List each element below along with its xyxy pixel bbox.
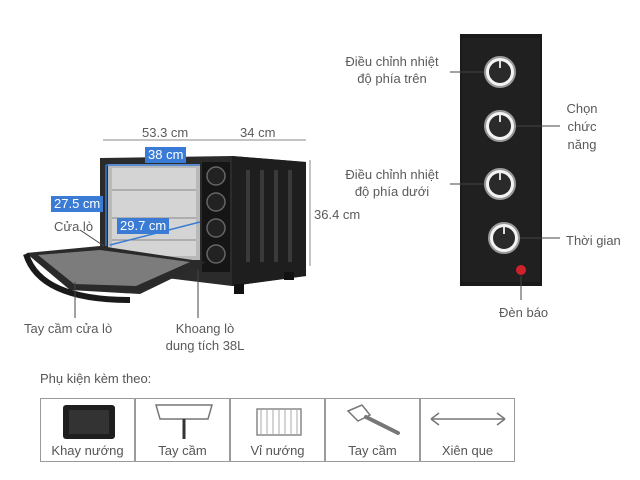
timer-label: Thời gian — [566, 233, 621, 248]
oven-body — [23, 156, 306, 303]
function-label-line2: chức — [567, 119, 597, 134]
door-pointer — [79, 229, 105, 247]
top-heat-knob-graphic — [484, 56, 516, 88]
door-handle-label: Tay cầm cửa lò — [24, 321, 113, 336]
accessory-skewer: Xiên que — [420, 398, 515, 462]
baking-tray-icon — [63, 405, 115, 439]
accessory-rack-handle: Tay cầm — [325, 398, 420, 462]
indicator-label: Đèn báo — [499, 305, 549, 320]
accessory-label: Tay cầm — [158, 443, 207, 458]
function-label-line3: năng — [567, 137, 597, 152]
function-knob-graphic — [484, 110, 516, 142]
accessory-tray-handle: Tay cầm — [135, 398, 230, 462]
tray-handle-icon — [155, 404, 213, 439]
bottom-heat-label-line2: độ phía dưới — [354, 184, 430, 199]
control-panel — [460, 34, 542, 286]
rack-handle-icon — [346, 404, 400, 435]
bottom-heat-knob-graphic — [484, 168, 516, 200]
skewer-icon — [430, 412, 506, 426]
door-label: Cửa lò — [54, 219, 94, 234]
accessories-title: Phụ kiện kèm theo: — [40, 371, 152, 386]
grill-rack-icon — [256, 408, 302, 436]
accessory-label: Khay nướng — [51, 443, 124, 458]
accessory-label: Vỉ nướng — [250, 443, 305, 458]
inner-height-label: 27.5 cm — [51, 196, 104, 212]
depth-label: 34 cm — [240, 125, 276, 140]
accessory-tray: Khay nướng — [40, 398, 135, 462]
indicator-light — [516, 265, 526, 275]
inner-width-label: 38 cm — [145, 147, 187, 163]
top-heat-label-line1: Điều chỉnh nhiệt — [345, 54, 439, 69]
accessory-label: Tay cầm — [348, 443, 397, 458]
function-label-line1: Chọn — [566, 101, 598, 116]
width-label: 53.3 cm — [142, 125, 189, 140]
height-label: 36.4 cm — [314, 207, 361, 222]
accessory-rack: Vỉ nướng — [230, 398, 325, 462]
accessory-label: Xiên que — [441, 443, 494, 458]
top-heat-label-line2: độ phía trên — [357, 71, 427, 86]
timer-knob-graphic — [488, 222, 520, 254]
bottom-heat-label-line1: Điều chỉnh nhiệt — [345, 167, 439, 182]
inner-depth-label: 29.7 cm — [117, 218, 170, 234]
cavity-label-line1: Khoang lò — [175, 321, 235, 336]
cavity-label-line2: dung tích 38L — [165, 338, 245, 353]
